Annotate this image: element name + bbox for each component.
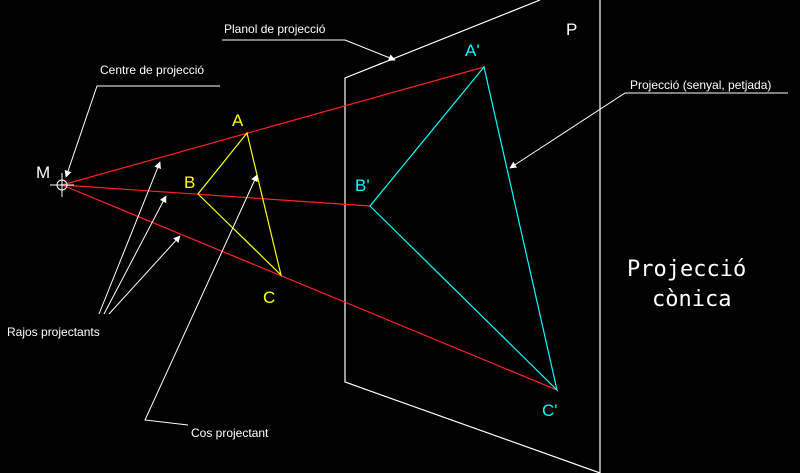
point-A-prime-label: A' (465, 41, 480, 60)
point-C-prime-label: C' (542, 401, 558, 420)
centre-leader (64, 85, 220, 178)
projection-plane (344, 0, 601, 473)
plane-label: Planol de projecció (224, 22, 326, 36)
rays-label: Rajos projectants (7, 325, 100, 339)
centre-marker (50, 173, 74, 197)
projection-leader (509, 92, 788, 169)
point-A-label: A (232, 111, 244, 130)
title-line-1: Projecció (627, 257, 746, 282)
centre-label: Centre de projecció (100, 63, 204, 77)
point-B-label: B (184, 173, 195, 192)
ray-C (61, 184, 558, 391)
point-B-prime-label: B' (355, 176, 370, 195)
cone-leader (144, 174, 258, 426)
projection-label: Projecció (senyal, petjada) (630, 78, 771, 92)
ray-B (61, 184, 371, 207)
rays-arrow-1 (98, 161, 161, 315)
object-triangle (197, 131, 283, 277)
cone-label: Cos projectant (191, 426, 269, 440)
plane-letter: P (566, 20, 577, 39)
plane-leader (222, 39, 396, 61)
rays-arrow-2 (103, 195, 167, 315)
point-C-label: C (263, 288, 275, 307)
projected-triangle (369, 65, 559, 392)
title-line-2: cònica (652, 287, 731, 312)
rays-arrow-3 (108, 235, 181, 315)
point-M-label: M (36, 163, 50, 182)
ray-A (61, 66, 485, 186)
